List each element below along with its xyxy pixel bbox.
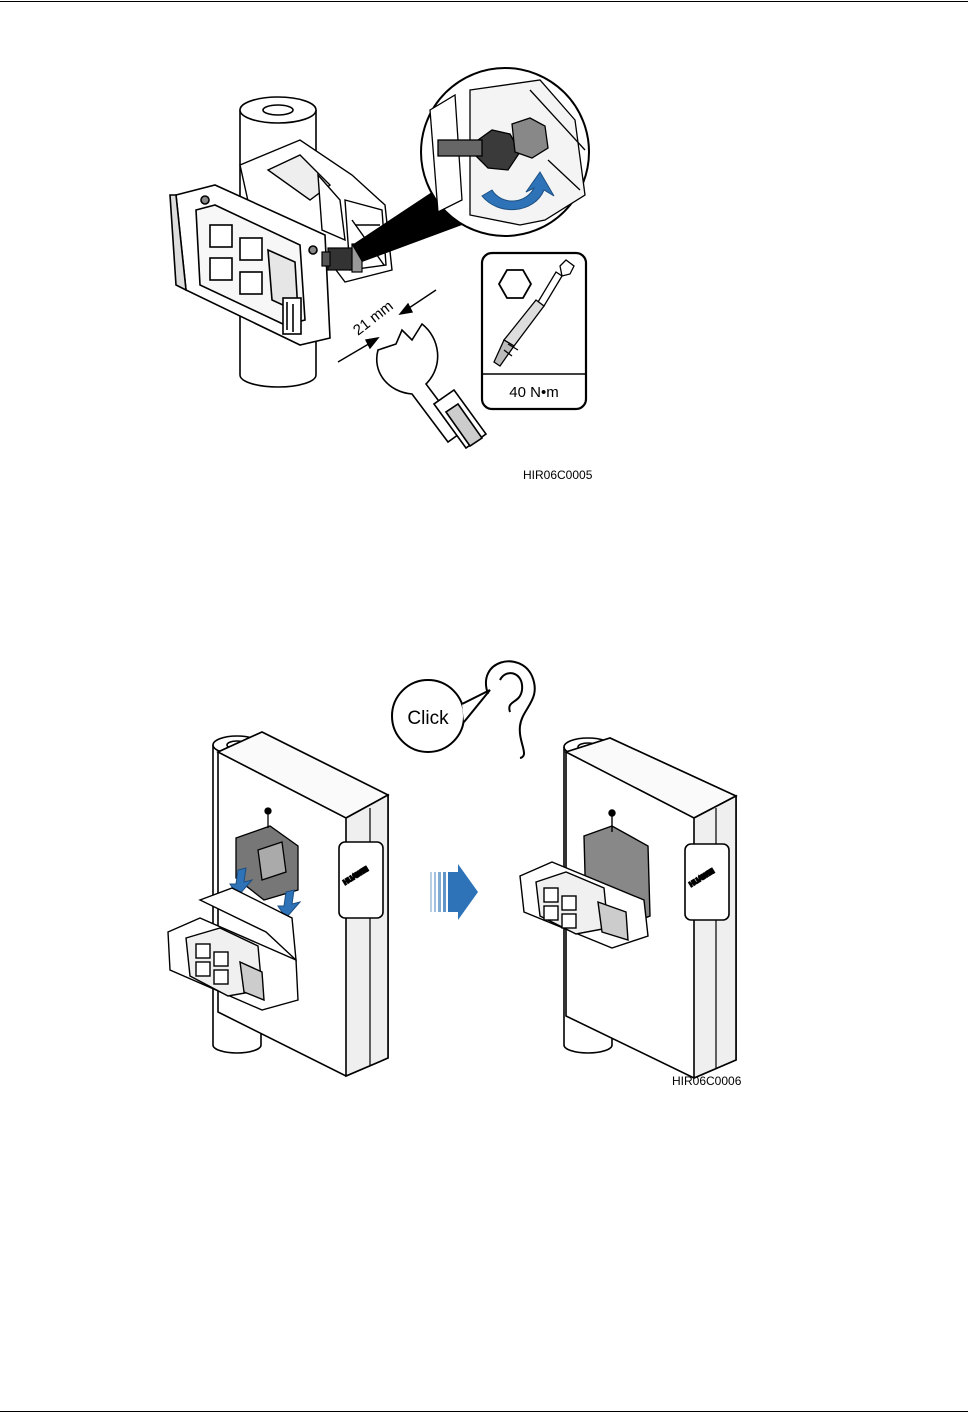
figure-id: HIR06C0005	[523, 468, 592, 482]
wrench-size: 21 mm	[350, 298, 397, 340]
hex-head-icon	[499, 270, 531, 298]
figure-1: 40 N•m 21 mm HIR06C0005	[0, 0, 968, 500]
ear-icon	[486, 661, 535, 758]
zoom-detail	[421, 68, 589, 236]
figure-2: Click HUAWEI	[0, 640, 968, 1100]
right-arrow-icon	[430, 864, 478, 920]
click-label: Click	[407, 708, 449, 729]
torque-value: 40 N•m	[509, 384, 558, 401]
figure-id: HIR06C0006	[672, 1074, 741, 1088]
open-end-wrench-icon	[377, 324, 486, 448]
footer-rule	[0, 1411, 968, 1412]
